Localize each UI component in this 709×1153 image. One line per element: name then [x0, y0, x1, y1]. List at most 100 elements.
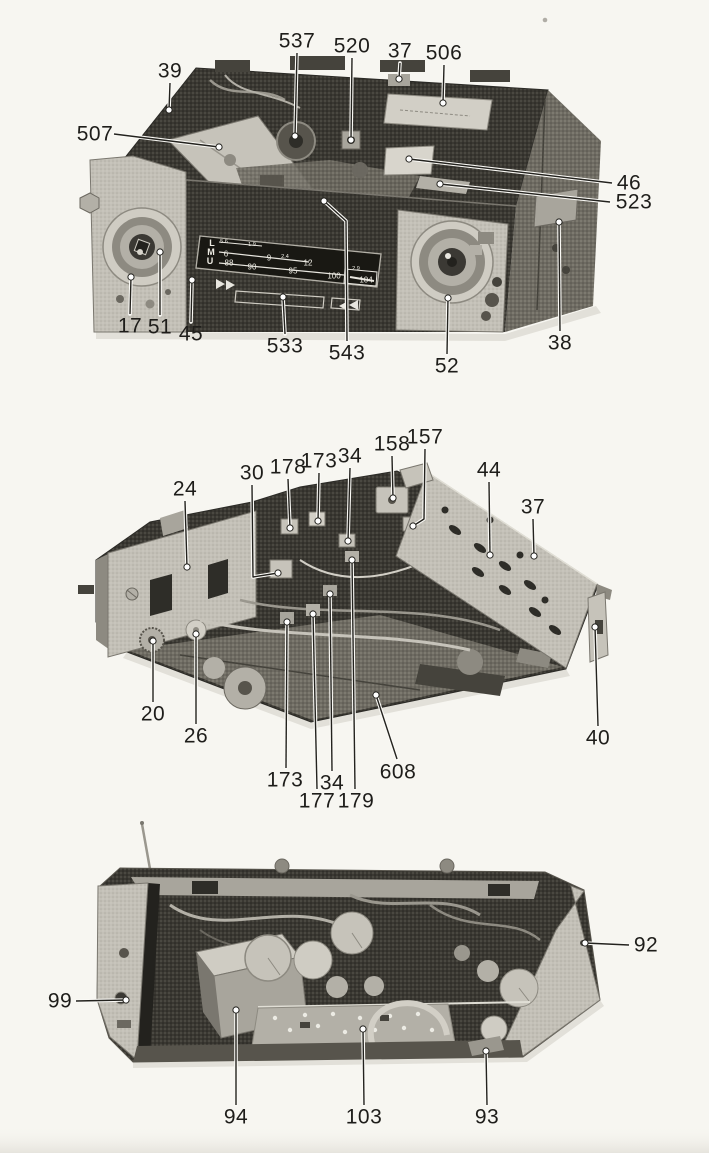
callout-label-40: 40 — [586, 727, 610, 750]
callout-label-177: 177 — [299, 790, 336, 813]
callout-label-179: 179 — [338, 790, 375, 813]
bottom-strip — [133, 1040, 523, 1062]
callout-label-537: 537 — [279, 30, 316, 53]
leader-line-40 — [594, 626, 599, 727]
callout-label-543: 543 — [329, 342, 366, 365]
leader-line-46 — [408, 158, 613, 184]
leader-dot-523 — [436, 180, 444, 188]
leader-dot-39 — [165, 106, 173, 114]
dial-text-5.6: 5.6 — [220, 239, 228, 245]
leader-dot-99 — [122, 996, 130, 1004]
callout-label-44: 44 — [477, 459, 501, 482]
leader-dot-30 — [274, 569, 282, 577]
leader-line-99 — [75, 999, 127, 1002]
callout-label-523: 523 — [616, 191, 653, 214]
leader-line-173 — [285, 621, 288, 769]
rear-components — [215, 56, 510, 82]
leader-dot-26 — [192, 630, 200, 638]
leader-dot-45 — [188, 276, 196, 284]
top-rim — [131, 877, 539, 899]
callout-label-24: 24 — [173, 478, 197, 501]
dial-text-88: 88 — [225, 259, 234, 268]
leader-line-158 — [391, 455, 394, 499]
callout-label-158: 158 — [374, 433, 411, 456]
fast-forward-icon — [216, 279, 235, 290]
callout-label-51: 51 — [148, 316, 172, 339]
base-deck — [127, 615, 563, 720]
leader-line-37 — [532, 518, 535, 557]
leader-line-24 — [184, 500, 188, 568]
dial-scale-lines — [218, 241, 375, 282]
callout-label-103: 103 — [346, 1106, 383, 1129]
leader-line-52 — [446, 297, 449, 355]
capacitors — [244, 911, 539, 1043]
leader-dot-94 — [232, 1006, 240, 1014]
callout-label-30: 30 — [240, 462, 264, 485]
antenna-rod — [140, 823, 152, 870]
leader-line-533 — [282, 296, 286, 335]
leader-dot-506 — [439, 99, 447, 107]
leader-dot-44 — [486, 551, 494, 559]
leader-dot-92 — [581, 939, 589, 947]
leader-dot-34 — [344, 537, 352, 545]
leader-line-537 — [294, 52, 298, 137]
leader-dot-173 — [283, 618, 291, 626]
leader-line-39 — [168, 82, 171, 111]
dial-text-1.9: 1.9 — [248, 242, 256, 248]
dial-text-2.4: 2.4 — [281, 254, 289, 260]
callout-label-173: 173 — [301, 450, 338, 473]
leader-line-507 — [113, 133, 220, 148]
callout-label-45: 45 — [179, 323, 203, 346]
shield-box-side — [196, 952, 221, 1038]
callout-label-37: 37 — [521, 496, 545, 519]
dial-text-2.9: 2.9 — [352, 266, 360, 272]
leader-dot-37 — [395, 75, 403, 83]
leader-dot-38 — [555, 218, 563, 226]
leader-dot-37 — [530, 552, 538, 560]
callout-label-38: 38 — [548, 332, 572, 355]
callout-label-157: 157 — [407, 426, 444, 449]
leader-dot-507 — [215, 143, 223, 151]
callout-label-533: 533 — [267, 335, 304, 358]
callout-label-37: 37 — [388, 40, 412, 63]
connector-93 — [468, 1036, 504, 1056]
leader-line-17 — [129, 276, 132, 315]
shaft — [78, 585, 94, 594]
callout-label-52: 52 — [435, 355, 459, 378]
leader-line-93 — [485, 1050, 488, 1106]
dial-text-M: M — [207, 247, 215, 257]
callout-label-507: 507 — [77, 123, 114, 146]
leader-line-157 — [412, 448, 426, 527]
leader-dot-543 — [320, 197, 328, 205]
leader-line-179 — [351, 559, 356, 790]
leader-dot-103 — [359, 1025, 367, 1033]
dial-text-U: U — [207, 256, 214, 266]
callout-label-46: 46 — [617, 172, 641, 195]
leader-line-34 — [347, 467, 351, 542]
cable-loop — [367, 1000, 450, 1044]
callout-label-94: 94 — [224, 1106, 248, 1129]
hex-bolt — [79, 192, 100, 214]
callout-label-99: 99 — [48, 990, 72, 1013]
leader-dot-46 — [405, 155, 413, 163]
leader-line-506 — [442, 64, 445, 104]
leader-line-103 — [362, 1028, 365, 1106]
leader-dot-520 — [347, 136, 355, 144]
leader-line-523 — [439, 183, 611, 203]
right-knob-assembly — [395, 209, 509, 333]
callout-label-506: 506 — [426, 42, 463, 65]
callout-label-34: 34 — [320, 772, 344, 795]
leader-dot-52 — [444, 294, 452, 302]
dial-text-90: 90 — [248, 263, 257, 272]
leader-line-45 — [190, 279, 193, 323]
leader-dot-17 — [127, 273, 135, 281]
leader-dot-178 — [286, 524, 294, 532]
leader-line-520 — [350, 57, 353, 141]
callout-label-178: 178 — [270, 456, 307, 479]
leader-line-608 — [375, 694, 398, 760]
dial-104-box — [343, 268, 378, 287]
leader-dot-179 — [348, 556, 356, 564]
